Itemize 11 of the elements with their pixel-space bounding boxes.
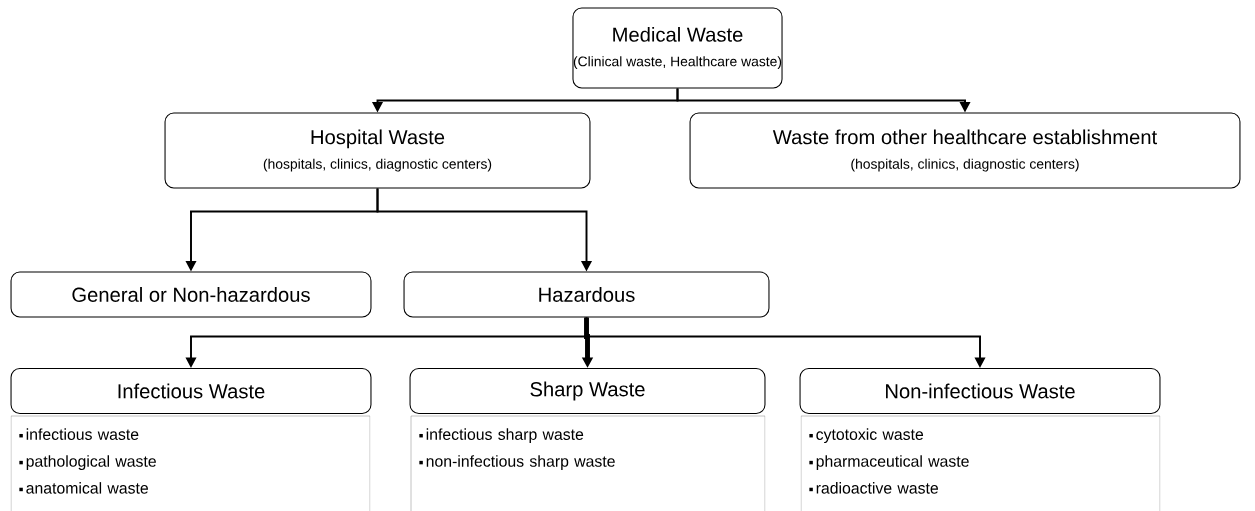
- category-box: Hospital Waste (hospitals, clinics, diagnostic centers): [164, 112, 591, 189]
- category-box: Infectious Waste: [10, 368, 372, 415]
- category-box: Hazardous: [403, 271, 770, 318]
- category-box: Sharp Waste: [409, 368, 766, 415]
- item-list: infectious waste pathological waste anatomical waste: [10, 415, 371, 511]
- item-list: cytotoxic waste pharmaceutical waste radioactive waste: [800, 415, 1161, 511]
- category-box: Non-infectious Waste: [799, 368, 1161, 415]
- category-box: General or Non-hazardous: [10, 271, 372, 318]
- category-box: Waste from other healthcare establishment (hospitals, clinics, diagnostic centers): [689, 112, 1241, 189]
- item-list: infectious sharp waste non-infectious sharp waste: [410, 415, 766, 511]
- category-box: Medical Waste (Clinical waste, Healthcare waste): [572, 7, 783, 89]
